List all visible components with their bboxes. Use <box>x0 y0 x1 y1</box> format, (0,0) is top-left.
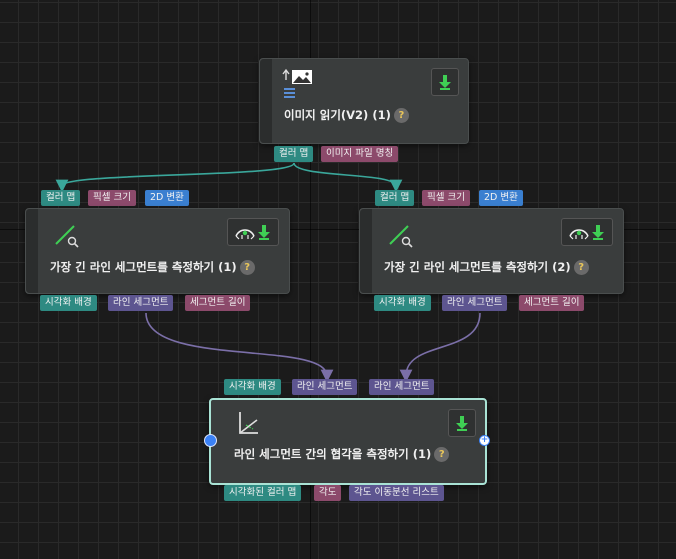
line-measure-icon <box>54 222 80 252</box>
input-connector-dot[interactable] <box>204 434 217 447</box>
wire-colormap-to-measure2[interactable] <box>293 162 403 193</box>
node-handle[interactable] <box>26 209 38 293</box>
output-port-filename[interactable]: 이미지 파일 명칭 <box>321 146 399 162</box>
node-measure-angle[interactable]: 라인 세그먼트 간의 협각을 측정하기 (1)? <box>209 398 487 485</box>
node-title: 이미지 읽기(V2) (1) <box>284 108 391 122</box>
input-port-pixel-size[interactable]: 픽셀 크기 <box>422 190 470 206</box>
run-button[interactable] <box>431 68 459 96</box>
output-port-visualized-colormap[interactable]: 시각화된 컬러 맵 <box>224 485 302 501</box>
help-icon[interactable]: ? <box>239 260 255 275</box>
angle-icon <box>237 410 261 440</box>
node-measure-longest-line-1[interactable]: 가장 긴 라인 세그먼트를 측정하기 (1)? <box>25 208 290 294</box>
help-icon[interactable]: ? <box>573 260 589 275</box>
input-port-2d-transform[interactable]: 2D 변환 <box>145 190 189 206</box>
output-port-visualization-background[interactable]: 시각화 배경 <box>374 295 431 311</box>
output-port-angle[interactable]: 각도 <box>314 485 342 501</box>
add-output-plus-icon[interactable]: + <box>479 435 490 446</box>
node-title: 가장 긴 라인 세그먼트를 측정하기 (1) <box>50 260 237 274</box>
download-arrow-icon <box>592 225 604 240</box>
node-handle[interactable] <box>260 59 272 143</box>
wire-line-to-angle-1[interactable] <box>145 312 334 383</box>
visualize-run-buttons[interactable] <box>227 218 279 246</box>
input-port-line-segment-1[interactable]: 라인 세그먼트 <box>292 379 358 395</box>
input-port-line-segment-2[interactable]: 라인 세그먼트 <box>369 379 435 395</box>
help-icon[interactable]: ? <box>393 108 409 123</box>
node-title: 라인 세그먼트 간의 협각을 측정하기 (1) <box>234 447 432 461</box>
output-port-line-segment[interactable]: 라인 세그먼트 <box>442 295 508 311</box>
input-port-pixel-size[interactable]: 픽셀 크기 <box>88 190 136 206</box>
input-port-visualization-background[interactable]: 시각화 배경 <box>224 379 281 395</box>
line-measure-icon <box>388 222 414 252</box>
input-port-colormap[interactable]: 컬러 맵 <box>375 190 415 206</box>
node-handle[interactable] <box>360 209 372 293</box>
output-port-segment-length[interactable]: 세그먼트 길이 <box>519 295 585 311</box>
help-icon[interactable]: ? <box>434 447 450 462</box>
download-arrow-icon <box>258 225 270 240</box>
output-port-line-segment[interactable]: 라인 세그먼트 <box>108 295 174 311</box>
input-port-2d-transform[interactable]: 2D 변환 <box>479 190 523 206</box>
node-title: 가장 긴 라인 세그먼트를 측정하기 (2) <box>384 260 571 274</box>
image-upload-icon <box>282 68 314 102</box>
output-port-visualization-background[interactable]: 시각화 배경 <box>40 295 97 311</box>
grid-axis-vertical <box>310 0 311 559</box>
visualize-icon <box>235 229 255 240</box>
node-measure-longest-line-2[interactable]: 가장 긴 라인 세그먼트를 측정하기 (2)? <box>359 208 624 294</box>
node-read-image[interactable]: 이미지 읽기(V2) (1)? <box>259 58 469 144</box>
grid-axis-horizontal <box>0 229 676 230</box>
visualize-icon <box>569 229 589 240</box>
visualize-run-buttons[interactable] <box>561 218 613 246</box>
download-arrow-icon <box>439 75 451 90</box>
wire-line-to-angle-2[interactable] <box>399 312 481 383</box>
wire-colormap-to-measure1[interactable] <box>55 162 295 193</box>
run-button[interactable] <box>448 409 476 437</box>
output-port-colormap[interactable]: 컬러 맵 <box>274 146 314 162</box>
input-port-colormap[interactable]: 컬러 맵 <box>41 190 81 206</box>
output-port-segment-length[interactable]: 세그먼트 길이 <box>185 295 251 311</box>
download-arrow-icon <box>456 416 468 431</box>
output-port-bisector-list[interactable]: 각도 이동분선 리스트 <box>349 485 444 501</box>
